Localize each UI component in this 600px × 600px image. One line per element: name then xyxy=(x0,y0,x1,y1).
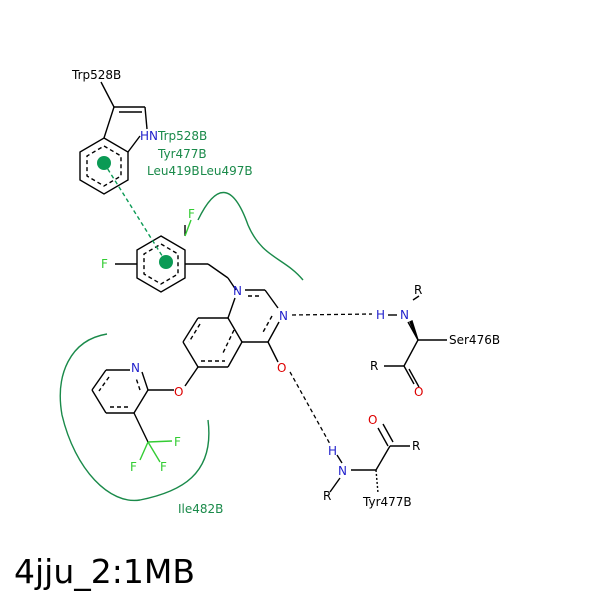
hydrophobic-ile482: Ile482B xyxy=(178,502,223,516)
hydrophobic-tyr477: Tyr477B xyxy=(157,147,207,161)
atom-f-top: F xyxy=(188,207,195,221)
atom-o-tyr477: O xyxy=(368,413,377,427)
pyridine-ring xyxy=(91,369,174,443)
atom-r-tyr477-bottom: R xyxy=(323,489,331,503)
atom-h-tyr477: H xyxy=(328,444,337,458)
atom-o-carbonyl: O xyxy=(277,361,286,375)
atom-h-ser476: H xyxy=(376,308,385,322)
pi-stacking-line xyxy=(103,162,167,263)
atom-r-ser476-left: R xyxy=(370,359,378,373)
atom-o-ser476: O xyxy=(414,385,423,399)
diagram-caption: 4jju_2:1MB xyxy=(14,552,195,591)
hbond-o-tyr477 xyxy=(289,371,331,445)
atom-n-pyridine: N xyxy=(131,361,140,375)
hydrophobic-leu419: Leu419B xyxy=(147,164,200,178)
residue-tyr477: Tyr477B xyxy=(362,495,412,509)
atom-o-ether: O xyxy=(174,385,183,399)
f-bond-top xyxy=(184,219,192,237)
hydrophobic-arc-lower xyxy=(59,333,210,502)
atom-f-cf3-left: F xyxy=(130,460,137,474)
tyr477-fragment xyxy=(329,423,410,494)
atom-r-tyr477-right: R xyxy=(412,439,420,453)
atom-f-left: F xyxy=(101,257,108,271)
atom-n3-core: N xyxy=(279,309,288,323)
cf3-bonds xyxy=(139,440,173,463)
pi-center-benzyl xyxy=(159,255,173,269)
quinazolinone-core xyxy=(182,277,280,387)
hydrophobic-trp528: Trp528B xyxy=(157,129,207,143)
atom-r-ser476-top: R xyxy=(414,283,422,297)
residue-trp528-top: Trp528B xyxy=(71,68,121,82)
atom-n1-core: N xyxy=(233,284,242,298)
atom-n-tyr477: N xyxy=(338,464,347,478)
indole-ring xyxy=(79,81,148,195)
hydrophobic-arc-upper xyxy=(197,192,304,281)
hydrophobic-leu497: Leu497B xyxy=(200,164,253,178)
atom-f-cf3-bottom: F xyxy=(160,460,167,474)
hbond-n-ser476 xyxy=(291,313,373,316)
residue-ser476: Ser476B xyxy=(449,333,500,347)
atom-f-cf3-right: F xyxy=(174,435,181,449)
atom-n-ser476: N xyxy=(400,308,409,322)
atom-n-indole: HN xyxy=(140,129,158,143)
ser476-fragment xyxy=(384,295,447,388)
